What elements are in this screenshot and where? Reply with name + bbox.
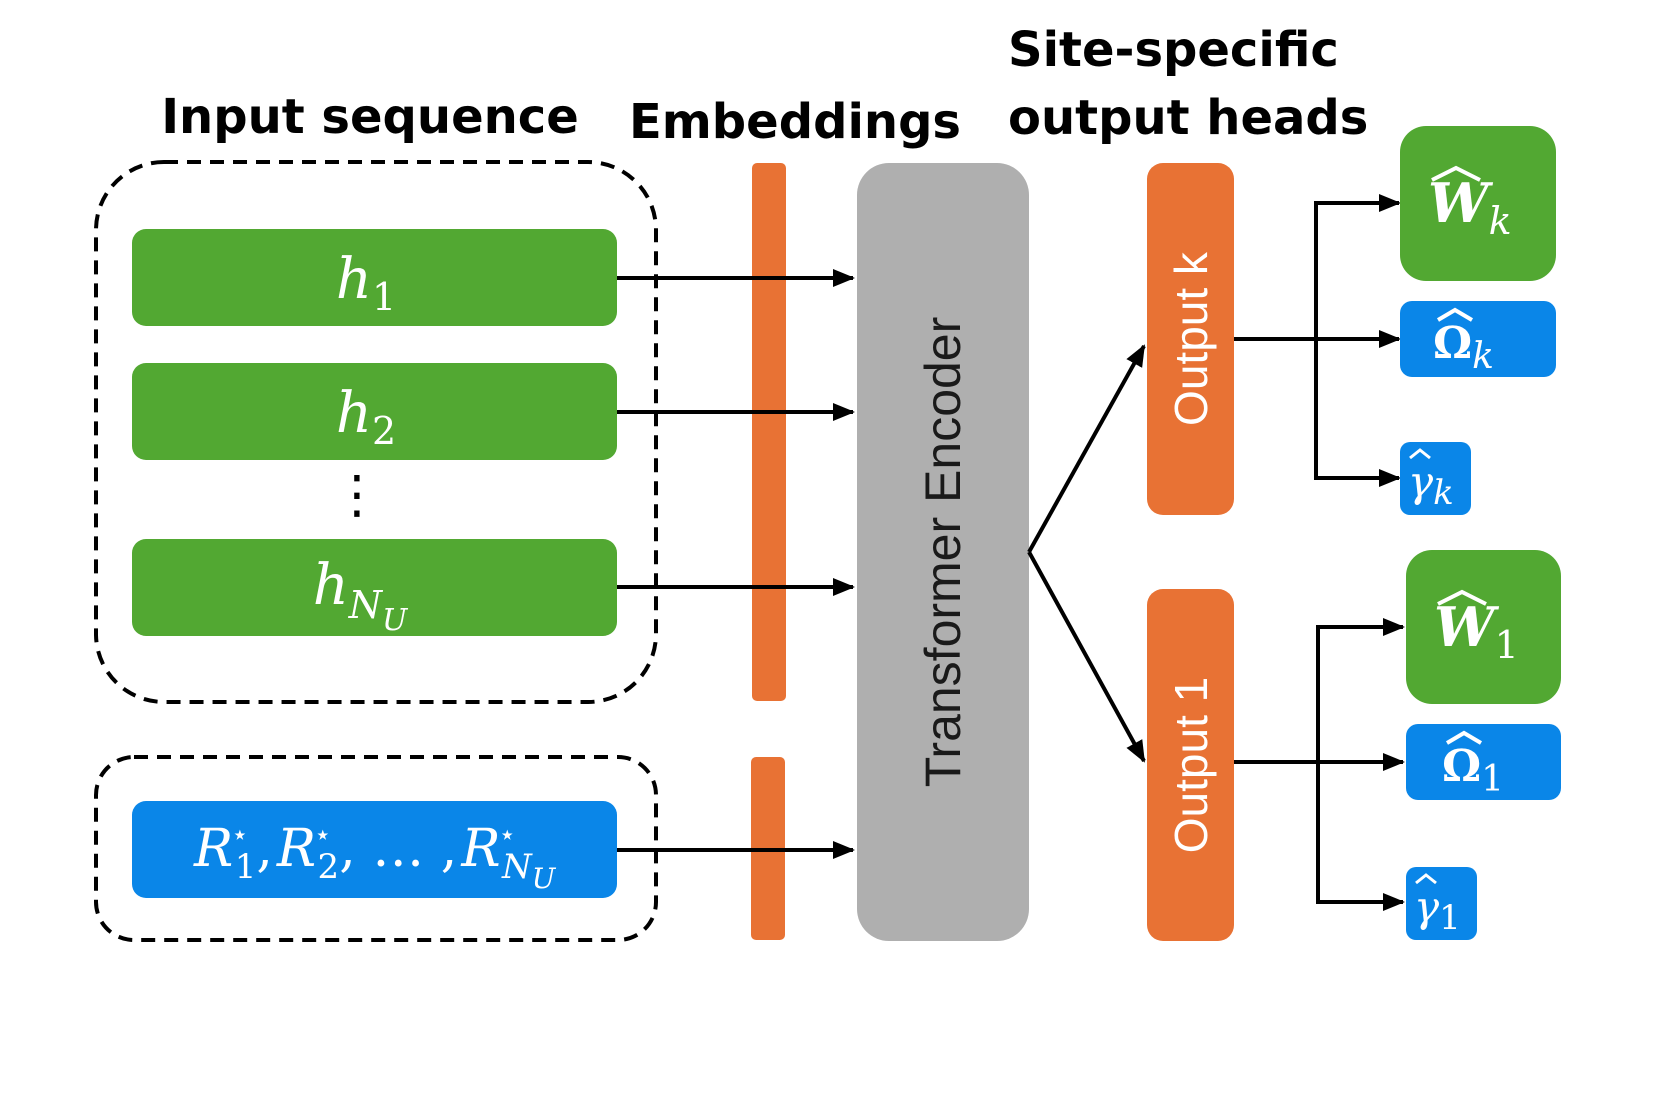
output-1-label: Output 1 — [1165, 677, 1217, 853]
arrow-encoder-to-output-1 — [1027, 551, 1146, 763]
svg-text:Ωk: Ωk — [1433, 318, 1494, 377]
r-input-group — [94, 755, 658, 942]
output-k-label: Output k — [1165, 251, 1217, 426]
ellipsis-vertical: ⋮ — [331, 465, 383, 525]
title-input-sequence: Input sequence — [161, 89, 579, 145]
title-heads-line1: Site-specific — [1008, 22, 1339, 78]
input-h1: h1 — [132, 229, 617, 326]
title-embeddings: Embeddings — [629, 94, 961, 150]
arrow-output-k-to-gamma-k — [1314, 339, 1401, 487]
arrow-output-k-to-w-k — [1314, 194, 1401, 339]
transformer-encoder-label: Transformer Encoder — [915, 317, 971, 788]
svg-text:h1: h1 — [336, 247, 396, 319]
input-sequence-group — [94, 160, 658, 704]
output-omega-1: Ω1 — [1406, 724, 1561, 800]
embedding-bar-main — [752, 163, 786, 701]
svg-text:R⋆1,R⋆2, … ,R⋆NU: R⋆1,R⋆2, … ,R⋆NU — [193, 818, 557, 895]
arrow-encoder-to-output-k — [1027, 344, 1146, 553]
title-heads-line2: output heads — [1008, 90, 1368, 146]
svg-text:Wk: Wk — [1428, 171, 1512, 243]
input-r-sequence: R⋆1,R⋆2, … ,R⋆NU — [132, 801, 617, 898]
svg-text:γk: γk — [1408, 457, 1454, 513]
svg-text:γ1: γ1 — [1414, 882, 1461, 938]
svg-text:h2: h2 — [336, 381, 396, 453]
input-hNU: hNU — [132, 539, 617, 638]
output-w-1: W1 — [1406, 550, 1561, 704]
output-w-k: Wk — [1400, 126, 1556, 281]
output-gamma-1: γ1 — [1406, 867, 1477, 940]
arrow-output-1-to-w-1 — [1316, 618, 1405, 762]
transformer-encoder: Transformer Encoder — [857, 163, 1029, 941]
output-omega-k: Ωk — [1400, 301, 1556, 377]
output-gamma-k: γk — [1400, 442, 1471, 515]
svg-text:hNU: hNU — [313, 553, 409, 638]
output-1-head: Output 1 — [1147, 589, 1234, 941]
input-h2: h2 — [132, 363, 617, 460]
arrow-output-1-to-gamma-1 — [1316, 762, 1405, 911]
svg-text:W1: W1 — [1434, 595, 1519, 667]
output-k-head: Output k — [1147, 163, 1234, 515]
svg-text:Ω1: Ω1 — [1442, 741, 1504, 800]
